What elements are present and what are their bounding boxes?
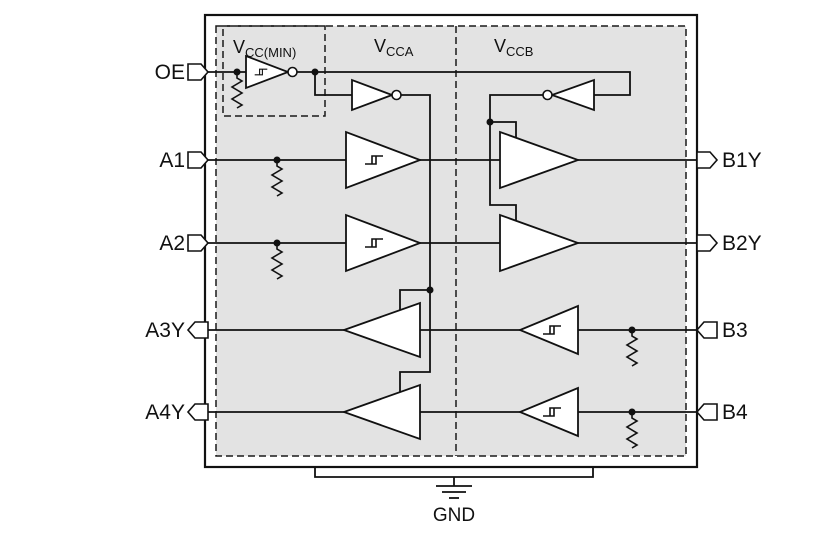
pin-label-b4: B4 — [722, 401, 748, 424]
pin-label-b2y: B2Y — [722, 232, 762, 255]
resistor-a2-icon — [270, 243, 284, 280]
vcca-label: VCCA — [374, 36, 414, 59]
wire-a4y-enable-hook — [399, 290, 431, 393]
vcc-min-subscript: CC(MIN) — [245, 45, 296, 60]
oe-schmitt-inverter-icon — [245, 54, 298, 90]
oe-inverter-triangle — [245, 54, 291, 90]
junction-dot-icon — [311, 68, 319, 76]
pin-label-oe: OE — [155, 61, 185, 84]
b4-schmitt-buffer-icon — [517, 386, 579, 438]
a4y-driver-triangle — [341, 383, 421, 441]
wire-b-enable-vertical — [489, 94, 543, 122]
b3-schmitt-buffer-icon — [517, 304, 579, 356]
hysteresis-glyph — [365, 155, 383, 165]
junction-dot-icon — [486, 118, 494, 126]
a2-buffer-triangle — [345, 213, 423, 273]
a-enable-triangle — [351, 78, 395, 112]
b2y-output-driver-icon — [499, 213, 581, 273]
pin-b3-icon — [695, 321, 718, 339]
pulldown-resistors — [230, 72, 639, 449]
hysteresis-glyph — [365, 238, 383, 248]
pin-a3y-icon — [186, 321, 209, 339]
wire-a-enable-vertical — [401, 94, 431, 290]
pin-label-a2: A2 — [159, 232, 185, 255]
pin-a2-icon — [187, 234, 210, 252]
a3y-output-driver-icon — [341, 301, 421, 359]
junction-dot-icon — [426, 286, 434, 294]
junction-dots — [233, 68, 636, 416]
vccb-subscript: CCB — [506, 44, 533, 59]
supply-labels: VCC(MIN) VCCA VCCB — [233, 36, 533, 60]
a-enable-inverter-icon — [351, 78, 402, 112]
vcca-subscript: CCA — [386, 44, 414, 59]
pin-label-a3y: A3Y — [145, 319, 185, 342]
a4y-output-driver-icon — [341, 383, 421, 441]
pin-label-b3: B3 — [722, 319, 748, 342]
pin-b1y-icon — [696, 151, 719, 169]
resistor-oe-icon — [230, 72, 244, 109]
pin-a4y-icon — [186, 403, 209, 421]
ground: GND — [433, 485, 475, 526]
wire-oe-to-b-side — [315, 71, 631, 96]
b4-buffer-triangle — [517, 386, 579, 438]
pin-b4-icon — [695, 403, 718, 421]
hysteresis-glyph — [254, 68, 268, 76]
pin-oe-icon — [187, 63, 210, 81]
wire-ground-bracket — [314, 467, 594, 478]
wire-oe-to-a-enable-inverter — [314, 72, 352, 96]
b3-buffer-triangle — [517, 304, 579, 356]
ground-symbol-icon — [436, 485, 472, 499]
pin-label-a4y: A4Y — [145, 401, 185, 424]
wire-a3y-enable-hook — [399, 289, 430, 311]
inverter-bubble-icon — [287, 66, 298, 78]
inverter-bubble-icon — [391, 89, 402, 101]
pin-label-a1: A1 — [159, 149, 185, 172]
junction-dot-icon — [628, 326, 636, 334]
pin-label-b1y: B1Y — [722, 149, 762, 172]
ground-label: GND — [433, 505, 475, 526]
b-enable-inverter-icon — [542, 78, 595, 112]
b1y-output-driver-icon — [499, 130, 581, 190]
hysteresis-glyph — [543, 325, 561, 335]
wire-b2y-enable-hook — [489, 122, 517, 221]
junction-dot-icon — [628, 408, 636, 416]
b-enable-triangle — [549, 78, 595, 112]
vcc-min-prefix: V — [233, 37, 245, 57]
vcc-min-region — [222, 25, 326, 117]
b2y-driver-triangle — [499, 213, 581, 273]
resistor-b3-icon — [625, 330, 639, 367]
shaded-supply-region — [215, 25, 687, 457]
junction-dot-icon — [273, 156, 281, 164]
wire-b1y-enable-hook — [490, 121, 517, 138]
vcca-prefix: V — [374, 36, 386, 56]
b1y-driver-triangle — [499, 130, 581, 190]
a3y-driver-triangle — [341, 301, 421, 359]
inverter-bubble-icon — [542, 89, 553, 101]
wires — [208, 71, 697, 486]
hysteresis-glyph — [543, 407, 561, 417]
a1-buffer-triangle — [345, 130, 423, 190]
vcc-min-label: VCC(MIN) — [233, 37, 296, 60]
pin-terminals — [186, 63, 719, 421]
vccb-prefix: V — [494, 36, 506, 56]
a2-schmitt-buffer-icon — [345, 213, 423, 273]
vccb-label: VCCB — [494, 36, 533, 59]
junction-dot-icon — [233, 68, 241, 76]
junction-dot-icon — [273, 239, 281, 247]
pin-labels: OE A1 A2 A3Y A4Y B1Y B2Y B3 B4 — [145, 61, 761, 424]
pin-b2y-icon — [696, 234, 719, 252]
pin-a1-icon — [187, 151, 210, 169]
gates — [245, 54, 595, 441]
a1-schmitt-buffer-icon — [345, 130, 423, 190]
resistor-a1-icon — [270, 160, 284, 197]
resistor-b4-icon — [625, 412, 639, 449]
